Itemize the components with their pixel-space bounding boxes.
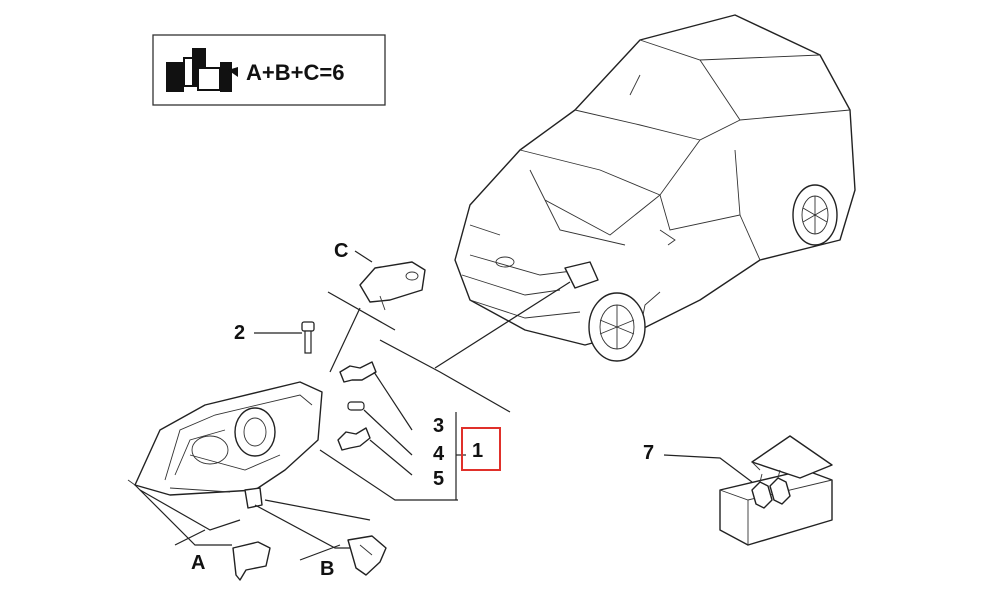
kit-boxes-icon: [166, 48, 238, 92]
callout-a: A: [191, 552, 205, 574]
bulb-3: [339, 361, 377, 383]
leader-to-van: [434, 281, 571, 369]
bracket-c: [359, 261, 426, 311]
callout-1: 1: [472, 440, 483, 462]
leader-5: [369, 439, 413, 476]
callout-b: B: [320, 558, 334, 580]
leader-7: [663, 454, 753, 483]
kit-formula-box: A+B+C=6: [152, 34, 386, 106]
screw-2: [301, 321, 315, 354]
callout-3: 3: [433, 415, 444, 437]
callout-c: C: [334, 240, 348, 262]
leader-b-2: [264, 499, 371, 521]
frame-line-right: [379, 339, 511, 413]
callout-2: 2: [234, 322, 245, 344]
callout-7: 7: [643, 442, 654, 464]
leader-3: [373, 371, 413, 431]
headlamp-assembly: [127, 381, 323, 509]
leader-a-3: [174, 529, 206, 546]
part-1-highlight-box: [461, 427, 501, 471]
callout-4: 4: [433, 443, 445, 465]
leader-a: [134, 484, 232, 546]
kit-bulbs: [751, 469, 791, 509]
frame-line-top: [327, 291, 396, 331]
leader-assembly-upper: [329, 307, 361, 373]
leader-a-2: [139, 489, 241, 531]
bulb-5: [337, 427, 371, 451]
leader-assembly-lower: [319, 449, 458, 501]
formula-text: A+B+C=6: [246, 60, 344, 85]
van-illustration: [454, 14, 856, 362]
bracket-b: [347, 535, 387, 576]
bulb-4: [347, 401, 365, 411]
leader-b: [254, 504, 350, 549]
bulb-kit-box-7: [719, 435, 833, 546]
leader-4: [363, 409, 413, 456]
leader-b-3: [299, 544, 341, 561]
bracket-a: [232, 541, 271, 581]
leader-c: [354, 250, 373, 263]
callout-5: 5: [433, 468, 444, 490]
